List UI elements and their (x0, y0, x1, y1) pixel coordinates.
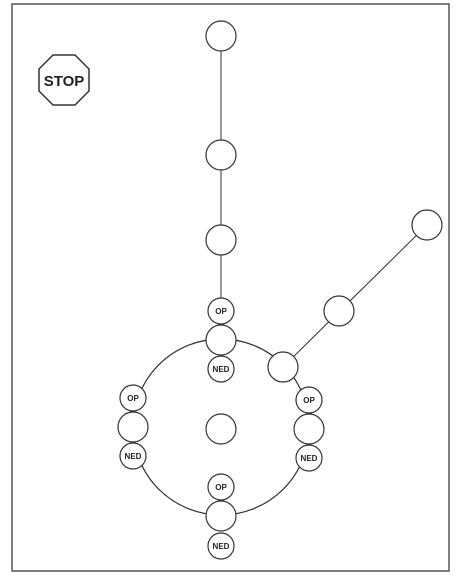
label-ned-top: NED (213, 365, 230, 374)
stack-top: OP NED (205, 297, 237, 383)
node-op-right (295, 386, 323, 414)
stop-sign-octagon (38, 54, 90, 106)
node-center (205, 413, 237, 445)
node-top-3 (205, 224, 237, 256)
node-ring-right (293, 413, 325, 445)
node-top-1 (205, 20, 237, 52)
node-op-left (119, 384, 147, 412)
node-ned-bottom (207, 532, 235, 560)
edge-diagonal (281, 224, 428, 369)
stop-sign: STOP (38, 54, 90, 106)
node-ned-left (119, 442, 147, 470)
node-top-2 (205, 139, 237, 171)
stack-left: OP NED (117, 384, 149, 470)
node-ned-top (207, 355, 235, 383)
node-diagonal-3 (267, 351, 299, 383)
node-op-bottom (207, 473, 235, 501)
node-ring-left (117, 411, 149, 443)
stack-bottom: OP NED (205, 473, 237, 560)
label-ned-right: NED (301, 454, 318, 463)
label-op-right: OP (303, 396, 315, 405)
label-op-bottom: OP (215, 483, 227, 492)
label-op-top: OP (215, 307, 227, 316)
diagram-border (11, 3, 450, 572)
label-op-left: OP (127, 394, 139, 403)
stop-sign-label: STOP (44, 73, 85, 90)
node-diagonal-2 (323, 295, 355, 327)
node-ned-right (295, 444, 323, 472)
node-ring-bottom (205, 500, 237, 532)
stack-right: OP NED (293, 386, 325, 472)
label-ned-left: NED (125, 452, 142, 461)
node-ring-top (205, 324, 237, 356)
label-ned-bottom: NED (213, 542, 230, 551)
node-op-top (207, 297, 235, 325)
node-diagonal-1 (411, 209, 443, 241)
